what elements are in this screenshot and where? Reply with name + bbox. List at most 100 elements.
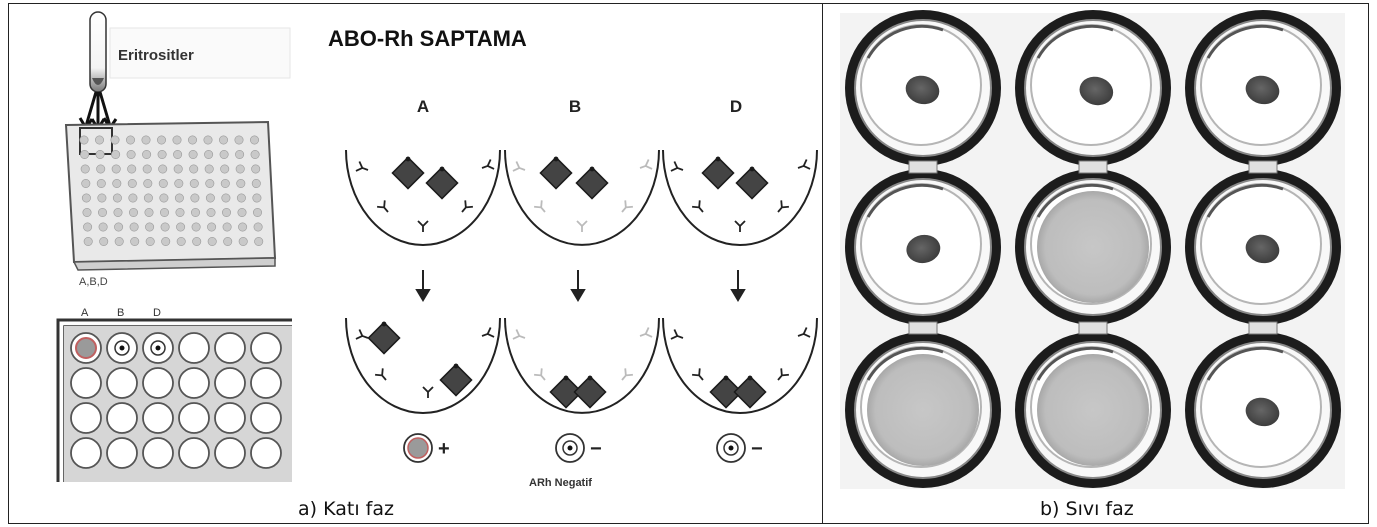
tube-hinge — [1079, 322, 1107, 334]
tube-pellet — [1185, 332, 1341, 488]
plate-dot — [159, 165, 167, 173]
plate-dot — [113, 194, 121, 202]
plate-dot — [82, 179, 90, 187]
microplate — [66, 122, 275, 270]
well-plate-closeup — [58, 320, 292, 482]
tube-hinge — [909, 161, 937, 173]
tube-pellet — [1015, 10, 1171, 166]
plate-dot — [235, 150, 243, 158]
plate-dot — [131, 237, 139, 245]
plate-dot — [146, 237, 154, 245]
plate-dot — [191, 194, 199, 202]
plate-dot — [238, 223, 246, 231]
result-note: ARh Negatif — [529, 477, 592, 489]
plate-dot — [129, 208, 137, 216]
well — [71, 438, 101, 468]
plate-dot — [207, 208, 215, 216]
plate-dot — [111, 136, 119, 144]
plate-dot — [114, 208, 122, 216]
plate-dot — [223, 223, 231, 231]
plate-dot — [162, 237, 170, 245]
plate-dot — [128, 179, 136, 187]
red-cells-top — [392, 157, 767, 199]
well — [71, 403, 101, 433]
plate-dot — [95, 136, 103, 144]
well — [143, 438, 173, 468]
plate-dot — [252, 179, 260, 187]
plate-dot — [82, 194, 90, 202]
plate-dot — [175, 194, 183, 202]
plate-dot — [208, 237, 216, 245]
plate-label: A,B,D — [79, 276, 108, 288]
well — [215, 403, 245, 433]
plate-dot — [176, 223, 184, 231]
well — [179, 403, 209, 433]
plate-dot — [253, 194, 261, 202]
plate-dot — [190, 165, 198, 173]
column-label-d: D — [730, 97, 742, 116]
reaction-arrows — [417, 270, 744, 300]
well — [251, 368, 281, 398]
plate-dot — [84, 237, 92, 245]
plate-dot — [159, 179, 167, 187]
well — [179, 333, 209, 363]
plate-dot — [177, 237, 185, 245]
plate-dot — [188, 136, 196, 144]
well — [179, 368, 209, 398]
plate-dot — [160, 194, 168, 202]
well — [179, 438, 209, 468]
plate-dot — [174, 165, 182, 173]
column-label-b: B — [569, 97, 581, 116]
plate-dot — [114, 223, 122, 231]
plate-dot — [255, 237, 263, 245]
plate-dot — [143, 165, 151, 173]
tube-grid — [845, 10, 1341, 488]
plate-dot — [205, 165, 213, 173]
plate-dot — [130, 223, 138, 231]
plate-dot — [236, 165, 244, 173]
tube-hinge — [1249, 161, 1277, 173]
well — [107, 403, 137, 433]
plate-dot — [173, 150, 181, 158]
plate-dot — [220, 150, 228, 158]
plate-dot — [207, 223, 215, 231]
plate-dot — [161, 223, 169, 231]
plate-dot — [126, 136, 134, 144]
plate-dot — [237, 194, 245, 202]
tube-diffuse — [845, 332, 1001, 488]
antibodies-top — [356, 160, 810, 232]
tube-hinge — [909, 322, 937, 334]
plate-dot — [112, 165, 120, 173]
plate-dot — [80, 136, 88, 144]
well — [251, 438, 281, 468]
pipette-icon — [90, 12, 106, 92]
plate-dot — [129, 194, 137, 202]
plate-dot — [142, 150, 150, 158]
plate-dot — [145, 223, 153, 231]
plate-dot — [252, 165, 260, 173]
tube-diffuse — [1015, 169, 1171, 325]
plate-dot — [193, 237, 201, 245]
plate-dot — [158, 150, 166, 158]
tube-pellet — [845, 169, 1001, 325]
plate-dot — [253, 208, 261, 216]
well — [143, 403, 173, 433]
plate-dot — [98, 208, 106, 216]
result-sign-b: − — [590, 438, 602, 460]
plate-dot — [235, 136, 243, 144]
plate-dot — [175, 179, 183, 187]
well — [107, 438, 137, 468]
plate-dot — [99, 223, 107, 231]
diagram-title: ABO-Rh SAPTAMA — [328, 26, 527, 51]
tube-diffuse — [1015, 332, 1171, 488]
well — [215, 438, 245, 468]
tube-hinge — [1249, 322, 1277, 334]
plate-dot — [83, 223, 91, 231]
plate-dot — [206, 194, 214, 202]
plate-dot — [97, 179, 105, 187]
plate-dot — [221, 179, 229, 187]
plate-dot — [222, 194, 230, 202]
plate-dot — [113, 179, 121, 187]
result-sign-d: − — [751, 438, 763, 460]
result-sign-a: + — [438, 438, 450, 460]
